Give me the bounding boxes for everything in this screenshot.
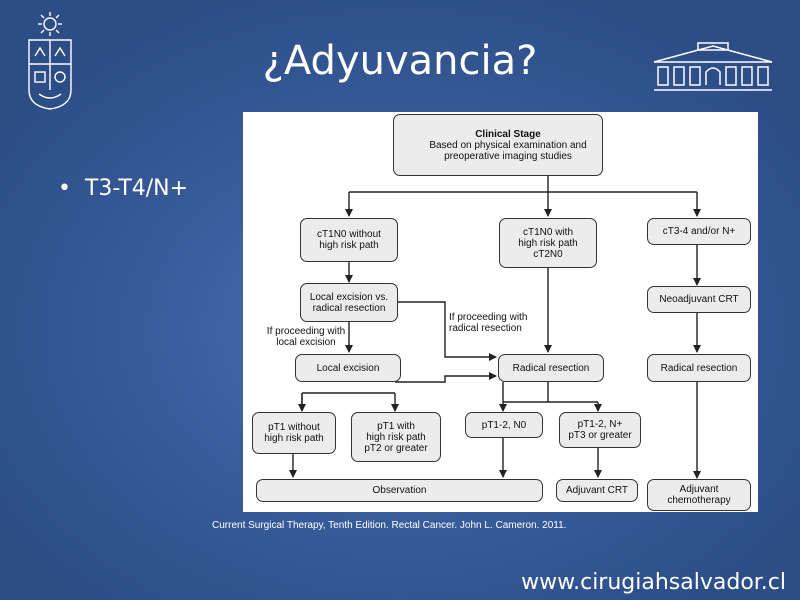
box-line: Radical resection (512, 362, 590, 374)
note-local-excision: If proceeding with local excision (251, 326, 361, 348)
slide-title: ¿Adyuvancia? (262, 38, 538, 84)
note-radical-resection: If proceeding with radical resection (449, 312, 545, 334)
box-line: pT3 or greater (568, 430, 632, 441)
note-line: If proceeding with (449, 312, 528, 323)
website-url: www.cirugiahsalvador.cl (521, 570, 786, 595)
box-line: pT1-2, N+ (577, 419, 623, 430)
box-line: high risk path (264, 433, 324, 444)
box-line: Local excision (316, 362, 380, 374)
clinical-stage-title: Clinical Stage (475, 128, 541, 140)
box-line: pT1-2, N0 (481, 419, 527, 431)
note-line: If proceeding with (266, 326, 346, 337)
stage-ct1n0-without-box: cT1N0 without high risk path (300, 218, 398, 262)
note-line: radical resection (449, 323, 522, 334)
radical-resection-right-box: Radical resection (647, 354, 751, 382)
pt1-with-box: pT1 with high risk path pT2 or greater (351, 412, 441, 462)
stage-ct1n0-with-box: cT1N0 with high risk path cT2N0 (499, 218, 597, 268)
local-excision-box: Local excision (295, 354, 401, 382)
clinical-stage-line1: Based on physical examination and (429, 139, 587, 151)
bullet-text: T3-T4/N+ (84, 176, 189, 201)
pt12-nplus-box: pT1-2, N+ pT3 or greater (559, 412, 641, 448)
flowchart-panel: Clinical Stage Based on physical examina… (243, 112, 758, 512)
box-line: Adjuvant (679, 484, 719, 495)
observation-box: Observation (256, 479, 543, 502)
clinical-stage-box: Clinical Stage Based on physical examina… (393, 114, 603, 176)
box-line: Radical resection (660, 362, 738, 374)
box-line: chemotherapy (667, 495, 731, 506)
citation: Current Surgical Therapy, Tenth Edition.… (212, 520, 567, 531)
box-line: Local excision vs. (309, 291, 389, 303)
note-line: local excision (276, 337, 336, 348)
box-line: pT1 with (377, 420, 415, 432)
local-vs-radical-box: Local excision vs. radical resection (300, 283, 398, 322)
box-line: Observation (372, 485, 427, 496)
box-line: cT3-4 and/or N+ (662, 226, 736, 237)
hospital-building-icon (652, 40, 774, 98)
stage-ct34-box: cT3-4 and/or N+ (647, 218, 751, 245)
bullet-item: • T3-T4/N+ (58, 176, 188, 201)
bullet-dot-icon: • (58, 176, 71, 201)
box-line: pT2 or greater (364, 442, 428, 454)
radical-resection-middle-box: Radical resection (498, 354, 604, 382)
pt1-without-box: pT1 without high risk path (252, 412, 336, 454)
clinical-stage-line2: preoperative imaging studies (444, 150, 572, 162)
box-line: Neoadjuvant CRT (659, 294, 739, 305)
adjuvant-crt-box: Adjuvant CRT (556, 479, 638, 502)
pt12-n0-box: pT1-2, N0 (465, 412, 543, 438)
box-line: cT1N0 with (522, 226, 573, 238)
box-line: high risk path (518, 237, 578, 249)
flowchart-connectors (289, 176, 701, 479)
box-line: radical resection (312, 302, 386, 314)
university-seal-icon (27, 12, 73, 114)
neoadjuvant-crt-box: Neoadjuvant CRT (647, 286, 751, 313)
box-line: pT1 without (268, 422, 320, 433)
box-line: high risk path (366, 431, 426, 443)
box-line: Adjuvant CRT (565, 485, 629, 496)
box-line: high risk path (319, 240, 379, 251)
box-line: cT1N0 without (317, 229, 381, 240)
adjuvant-chemo-box: Adjuvant chemotherapy (647, 479, 751, 511)
box-line: cT2N0 (533, 248, 563, 260)
